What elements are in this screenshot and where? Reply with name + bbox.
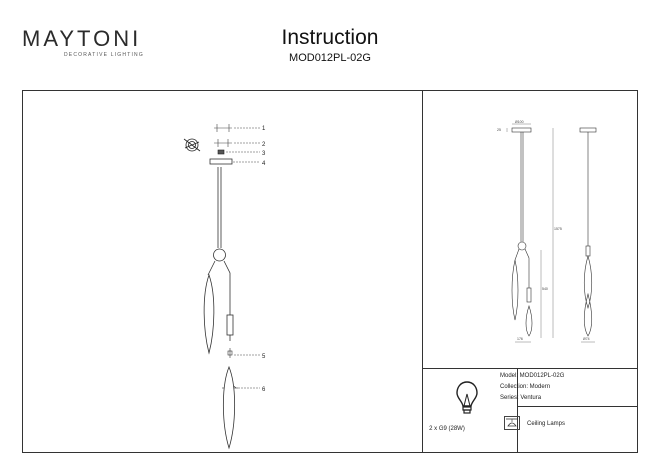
spec-category: Ceiling Lamps bbox=[527, 421, 566, 427]
brand-logo: MAYTONI DECORATIVE LIGHTING bbox=[22, 26, 144, 59]
spec-model: Model: MOD012PL-02G bbox=[500, 373, 565, 379]
part-number-4: 4 bbox=[262, 161, 266, 167]
glass-shade-lower bbox=[222, 365, 236, 450]
dim-depth: Ø74 bbox=[583, 337, 590, 341]
document-model-code: MOD012PL-02G bbox=[289, 52, 371, 64]
brand-tagline: DECORATIVE LIGHTING bbox=[64, 52, 144, 58]
glass-shade-upper bbox=[203, 273, 215, 355]
spec-collection: Collection: Modern bbox=[500, 384, 551, 390]
ceiling-lamp-icon bbox=[504, 416, 520, 430]
sheet-divider-horizontal bbox=[422, 368, 637, 369]
exploded-view-drawing: 1 2 3 4 5 6 bbox=[183, 124, 266, 450]
spec-divider-horizontal bbox=[517, 406, 637, 407]
dim-shade-drop: 540 bbox=[542, 287, 548, 291]
part-3-connector bbox=[217, 149, 225, 155]
part-4-canopy bbox=[209, 158, 233, 165]
spec-divider-vertical bbox=[517, 368, 518, 452]
dim-total-height: 1575 bbox=[554, 227, 562, 231]
dim-canopy-width: Ø100 bbox=[515, 120, 524, 124]
side-view-outline bbox=[579, 127, 597, 337]
part-2-screws bbox=[214, 139, 232, 147]
dim-width: 176 bbox=[517, 337, 523, 341]
suspension-rod bbox=[213, 167, 226, 262]
dimension-drawing: Ø100 25 1575 540 176 Ø74 bbox=[497, 120, 597, 343]
dimension-lines bbox=[506, 123, 595, 343]
part-number-5: 5 bbox=[262, 354, 266, 360]
part-number-2: 2 bbox=[262, 142, 266, 148]
part-5-bulb bbox=[227, 348, 233, 358]
spec-series: Series: Ventura bbox=[500, 395, 542, 401]
part-number-1: 1 bbox=[262, 126, 266, 132]
brand-name: MAYTONI bbox=[22, 26, 142, 51]
part-1-bracket bbox=[214, 124, 232, 132]
lamp-socket bbox=[226, 314, 234, 336]
bulb-icon bbox=[456, 381, 478, 414]
document-title: Instruction bbox=[281, 26, 379, 49]
part-number-3: 3 bbox=[262, 151, 266, 157]
drawing-sheet bbox=[22, 90, 638, 453]
sheet-divider-vertical bbox=[422, 91, 423, 452]
bulb-spec-label: 2 x G9 (28W) bbox=[429, 426, 465, 432]
front-view-outline bbox=[511, 127, 533, 337]
mounting-hardware-icon bbox=[183, 138, 201, 152]
part-number-6: 6 bbox=[262, 387, 266, 393]
dim-canopy-height: 25 bbox=[497, 128, 501, 132]
lamp-arms bbox=[207, 260, 231, 315]
